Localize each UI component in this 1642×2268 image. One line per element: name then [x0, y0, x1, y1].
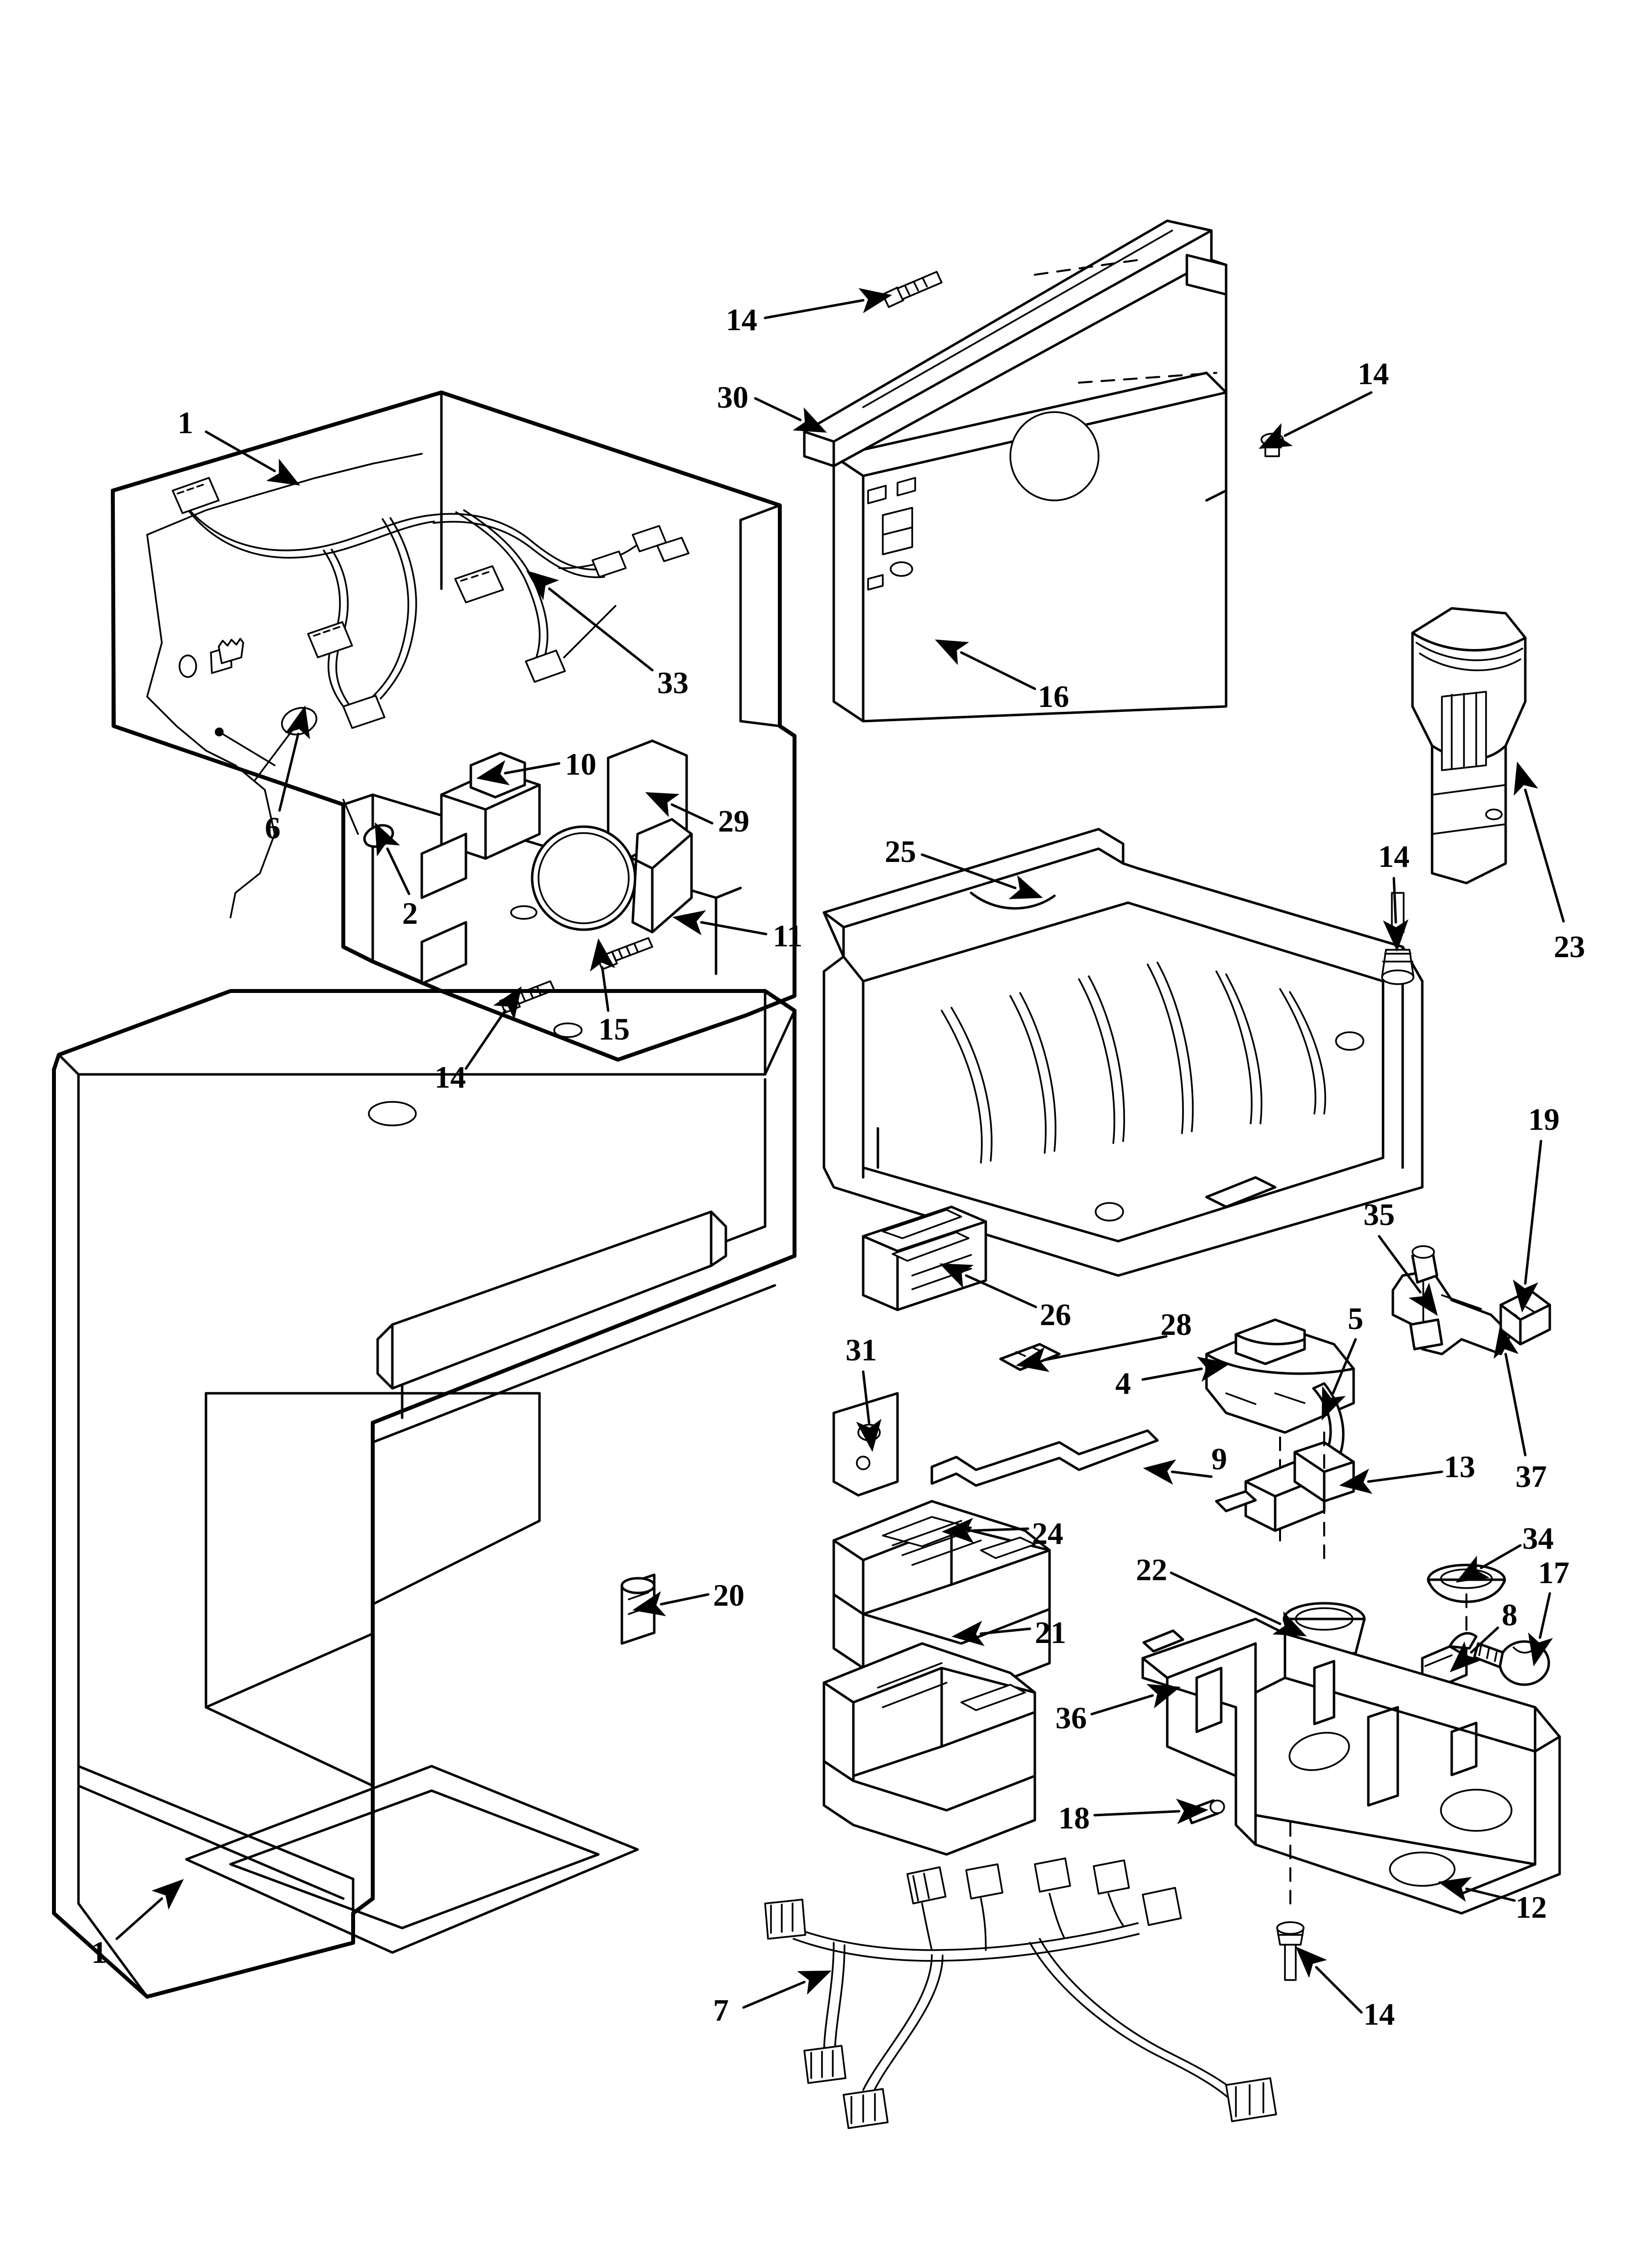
screw-14-pan — [1381, 892, 1414, 985]
callout-number-35: 35 — [1363, 1197, 1395, 1232]
callout-number-31: 31 — [846, 1332, 877, 1367]
callout-number-30: 30 — [717, 380, 748, 415]
callout-number-20: 20 — [713, 1578, 744, 1613]
part-1-lower-cabinet — [52, 989, 796, 1999]
part-24-arm — [930, 1429, 1159, 1487]
screw-14-bottom — [1276, 1814, 1305, 1981]
part-26-control-housing — [862, 1205, 987, 1311]
callout-number-34: 34 — [1522, 1521, 1554, 1556]
callout-number-28: 28 — [1160, 1307, 1192, 1342]
callout-number-14: 14 — [435, 1060, 466, 1095]
callout-number-36: 36 — [1055, 1700, 1087, 1735]
callout-number-18: 18 — [1058, 1800, 1090, 1835]
part-12-base-tray — [1141, 1617, 1561, 1915]
callout-number-15: 15 — [598, 1012, 630, 1046]
callout-number-24: 24 — [1032, 1516, 1063, 1551]
callout-number-2: 2 — [402, 896, 418, 931]
part-30-trim-rail — [803, 219, 1228, 502]
callout-number-1: 1 — [178, 405, 193, 440]
callout-number-14: 14 — [1358, 356, 1389, 391]
callout-number-26: 26 — [1040, 1297, 1071, 1332]
callout-number-14: 14 — [726, 302, 757, 337]
part-18-pin — [1185, 1799, 1225, 1825]
part-33-wire-harness — [172, 477, 690, 729]
callout-number-10: 10 — [565, 747, 596, 782]
part-37-switch-harness — [1391, 1245, 1551, 1356]
part-36-shroud — [822, 1642, 1036, 1856]
part-4-control-box — [1205, 1318, 1355, 1551]
callout-number-33: 33 — [657, 665, 689, 700]
part-13-bracket — [1215, 1432, 1355, 1561]
callout-number-37: 37 — [1515, 1459, 1547, 1494]
part-16-rear-panel — [832, 371, 1228, 723]
callout-number-5: 5 — [1348, 1301, 1363, 1336]
callout-number-16: 16 — [1038, 679, 1069, 714]
callout-number-6: 6 — [265, 810, 281, 845]
callout-number-8: 8 — [1502, 1597, 1517, 1632]
callout-number-13: 13 — [1444, 1449, 1475, 1484]
callout-number-12: 12 — [1515, 1890, 1547, 1925]
part-28-clip — [999, 1343, 1061, 1371]
callout-number-17: 17 — [1538, 1555, 1569, 1590]
callout-number-14: 14 — [1363, 1997, 1395, 2032]
screw-14-top-right — [1260, 433, 1284, 457]
parts-compressor-fan-group — [342, 739, 693, 1038]
part-31-plate — [832, 1392, 899, 1497]
callout-number-14: 14 — [1378, 839, 1410, 874]
callout-number-25: 25 — [885, 834, 916, 869]
callout-number-29: 29 — [718, 804, 749, 838]
part-20-plug — [620, 1573, 656, 1645]
screw-15 — [596, 937, 653, 970]
part-17-bulb — [1473, 1640, 1550, 1686]
part-23-duct-cover — [1411, 607, 1527, 885]
callout-number-21: 21 — [1035, 1615, 1066, 1650]
callout-number-9: 9 — [1211, 1441, 1227, 1476]
callout-number-23: 23 — [1554, 929, 1585, 964]
screw-14-lower — [499, 980, 555, 1014]
callout-number-22: 22 — [1136, 1552, 1167, 1587]
leader-lines — [115, 288, 1565, 2014]
callout-number-7: 7 — [713, 1993, 729, 2028]
part-25-drain-pan — [822, 828, 1424, 1277]
callout-number-11: 11 — [772, 918, 803, 953]
part-7-harness — [764, 1857, 1277, 2129]
screw-14-top-left — [882, 271, 943, 308]
callout-number-1: 1 — [91, 1935, 107, 1970]
callout-number-19: 19 — [1528, 1102, 1560, 1137]
callout-number-4: 4 — [1115, 1366, 1131, 1401]
